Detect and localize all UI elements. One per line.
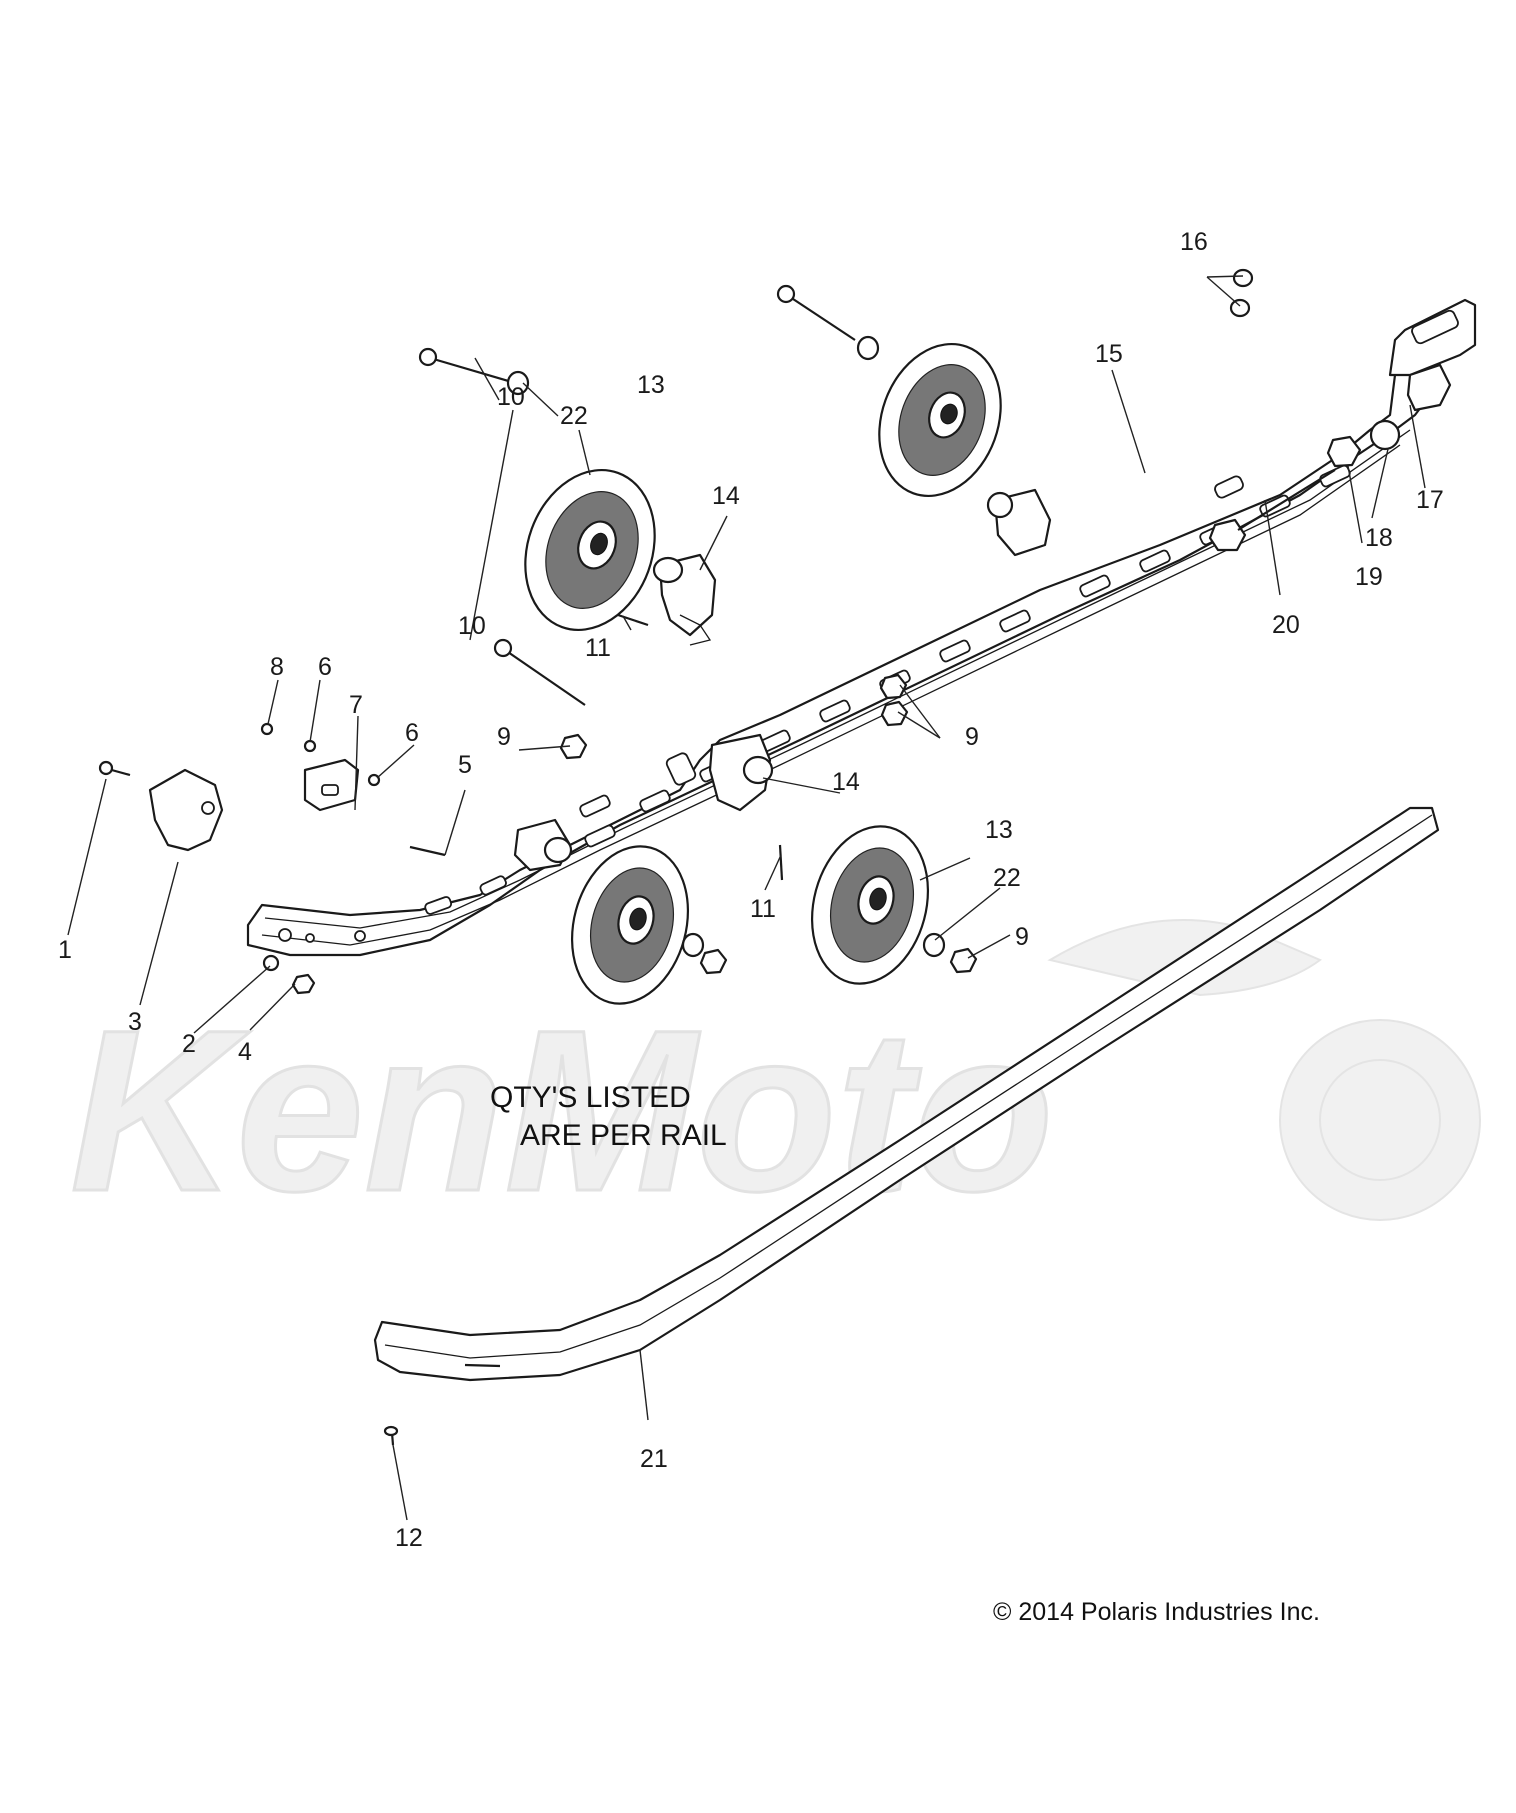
- bolt-5: [409, 845, 446, 857]
- callout-20: 20: [1272, 611, 1300, 639]
- callout-11b: 11: [750, 895, 776, 923]
- long-bolt-c: [504, 649, 586, 706]
- callout-22b: 22: [993, 864, 1021, 892]
- callout-13b: 13: [985, 816, 1013, 844]
- washer-2: [262, 954, 280, 972]
- callout-9c: 9: [1015, 923, 1029, 951]
- mount-block-lower: [708, 733, 774, 812]
- wear-strip-edge: [384, 814, 1433, 1359]
- rail-tip-hole: [354, 930, 366, 942]
- callout-1: 1: [58, 936, 72, 964]
- callout-12: 12: [395, 1524, 423, 1552]
- rail-tail-slot: [1411, 309, 1459, 345]
- nut-8: [260, 722, 274, 736]
- wear-strip-body: [373, 806, 1440, 1382]
- long-bolt-a: [429, 356, 523, 387]
- quantity-note: QTY'S LISTED ARE PER RAIL: [490, 1081, 727, 1152]
- slide-rail: [246, 298, 1477, 957]
- washer-upper-right: [856, 335, 880, 361]
- mount-block-front: [513, 818, 573, 872]
- front-cap-hole: [201, 801, 215, 815]
- long-bolt-c-head: [493, 638, 513, 658]
- washer-lower-right: [922, 932, 946, 958]
- wear-strip: [373, 806, 1440, 1382]
- callout-4: 4: [238, 1038, 252, 1066]
- copyright: © 2014 Polaris Industries Inc.: [993, 1598, 1320, 1626]
- watermark-text: KenMoto: [70, 982, 1054, 1239]
- note-line-1: QTY'S LISTED: [490, 1081, 691, 1114]
- callout-14a: 14: [712, 482, 740, 510]
- idler-wheel-lower-left: [570, 845, 690, 1005]
- washer-lower-left: [681, 932, 705, 958]
- idler-wheel-upper-right: [878, 342, 1002, 498]
- note-line-2: ARE PER RAIL: [520, 1119, 727, 1152]
- callout-17: 17: [1416, 486, 1444, 514]
- callout-18: 18: [1365, 524, 1393, 552]
- washer-6b: [367, 773, 381, 787]
- callout-10b: 10: [458, 612, 486, 640]
- nut-4: [291, 973, 316, 995]
- idler-wheel-lower-right: [810, 825, 930, 985]
- callout-11a: 11: [585, 634, 611, 662]
- rear-nut: [1326, 435, 1362, 468]
- callout-21: 21: [640, 1445, 668, 1473]
- callout-9b: 9: [965, 723, 979, 751]
- callout-2: 2: [182, 1030, 196, 1058]
- callout-14b: 14: [832, 768, 860, 796]
- stud-lower: [1229, 298, 1251, 318]
- spacer: [1369, 419, 1401, 451]
- stud-upper: [1232, 268, 1254, 288]
- callout-22a: 22: [560, 402, 588, 430]
- callout-3: 3: [128, 1008, 142, 1036]
- wear-strip-mark: [464, 1363, 501, 1368]
- long-bolt-b: [786, 294, 856, 341]
- nut-b: [879, 673, 908, 700]
- callout-10a: 10: [497, 383, 525, 411]
- mount-block-rear: [986, 488, 1052, 557]
- rear-bracket: [1406, 363, 1452, 412]
- rear-bolt-head: [1208, 518, 1247, 552]
- mount-block-upper: [652, 553, 717, 646]
- front-cap: [148, 768, 224, 852]
- callout-6b: 6: [405, 719, 419, 747]
- nut-a: [559, 733, 588, 760]
- callouts: 1 2 3 4 5 6 6 7 8 9 9 9 10 10 11 11 12 1…: [58, 228, 1444, 1552]
- nut-d: [699, 948, 728, 975]
- callout-6a: 6: [318, 653, 332, 681]
- nut-c: [880, 700, 909, 727]
- callout-13a: 13: [637, 371, 665, 399]
- watermark: KenMoto: [69, 919, 1481, 1241]
- rivet-12-head: [383, 1425, 399, 1437]
- long-bolt-b-head: [776, 284, 796, 304]
- stop-block-slot: [321, 784, 339, 796]
- callout-8: 8: [270, 653, 284, 681]
- washer-upper: [506, 370, 530, 396]
- nut-e: [949, 947, 978, 974]
- bolt-1-head: [98, 760, 114, 776]
- rail-tip-hole: [305, 933, 315, 943]
- callout-15: 15: [1095, 340, 1123, 368]
- callout-7: 7: [349, 691, 363, 719]
- rear-bolt-shaft: [1237, 469, 1336, 531]
- callout-19: 19: [1355, 563, 1383, 591]
- long-bolt-a-head: [418, 347, 438, 367]
- leader-lines: [67, 275, 1426, 1521]
- watermark-wheel-hub-icon: [1319, 1059, 1441, 1181]
- short-bolt-lower: [778, 844, 784, 881]
- rail-bottom-edge: [261, 444, 1401, 946]
- rail-tip-hole: [278, 928, 292, 942]
- callout-16: 16: [1180, 228, 1208, 256]
- idler-wheel-upper-left: [524, 468, 656, 632]
- callout-9a: 9: [497, 723, 511, 751]
- washer-6a: [303, 739, 317, 753]
- callout-5: 5: [458, 751, 472, 779]
